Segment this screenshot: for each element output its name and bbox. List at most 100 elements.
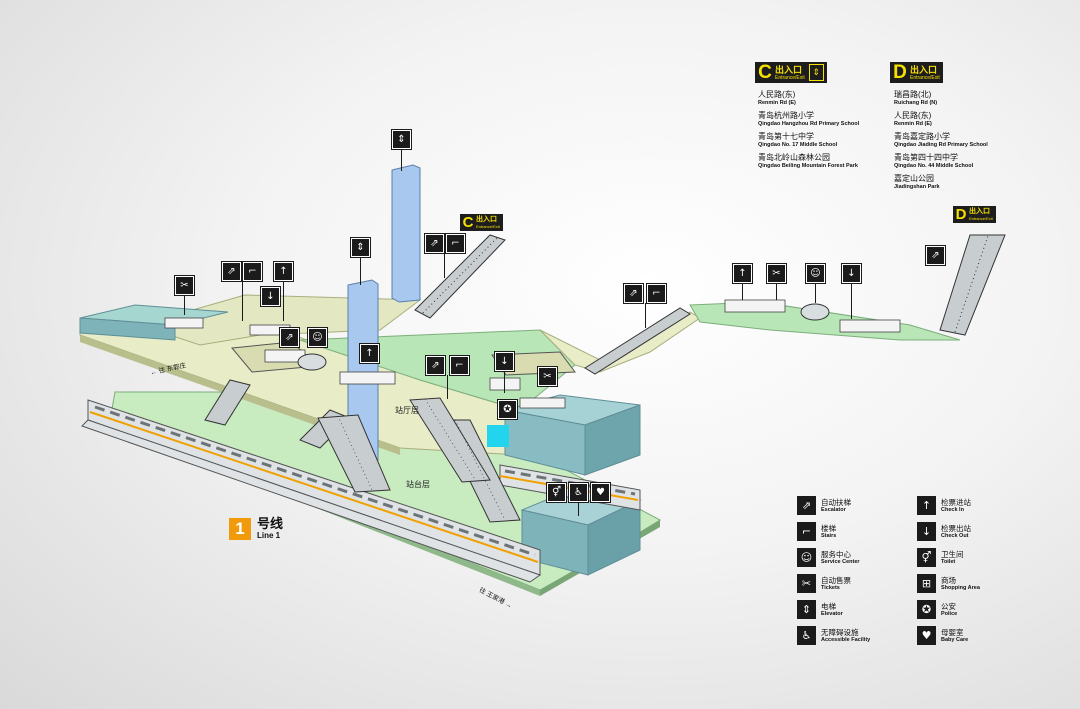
check-in-icon: ↑ bbox=[733, 264, 752, 283]
exit-c-small-letter: C bbox=[462, 214, 474, 231]
service-center-icon: ☺ bbox=[308, 328, 327, 347]
check-in-icon: ↑ bbox=[360, 344, 379, 363]
stairs-icon: ⌐ bbox=[797, 522, 816, 541]
exit-d-letter: D bbox=[893, 62, 907, 83]
check-out-icon: ↓ bbox=[261, 287, 280, 306]
escalator-icon: ⇗ bbox=[797, 496, 816, 515]
stairs-icon: ⌐ bbox=[243, 262, 262, 281]
stairs-icon: ⌐ bbox=[446, 234, 465, 253]
dest-item: 人民路(东)Renmin Rd (E) bbox=[758, 90, 796, 106]
exit-d-small-en: Entrance/Exit bbox=[969, 216, 993, 221]
police-icon: ✪ bbox=[498, 400, 517, 419]
tickets-icon: ✂ bbox=[797, 574, 816, 593]
accessible-icon: ♿ bbox=[569, 483, 588, 502]
tickets-icon: ✂ bbox=[767, 264, 786, 283]
platform-room-right bbox=[587, 499, 641, 576]
exit-d-destinations: 瑞昌路(北)Ruichang Rd (N) 人民路(东)Renmin Rd (E… bbox=[894, 90, 1024, 195]
left-room-front bbox=[79, 317, 176, 341]
corridor-escalator bbox=[584, 307, 691, 375]
elevator-tower-tall bbox=[391, 164, 421, 303]
escalator-icon: ⇗ bbox=[280, 328, 299, 347]
service-center-icon: ☺ bbox=[806, 264, 825, 283]
escalator-icon: ⇗ bbox=[425, 234, 444, 253]
exit-c-small-en: Entrance/Exit bbox=[476, 224, 500, 229]
toilet-icon: ⚥ bbox=[547, 483, 566, 502]
stairs-icon: ⌐ bbox=[450, 356, 469, 375]
exit-d-escalator bbox=[939, 234, 1006, 336]
exit-d-small-letter: D bbox=[955, 206, 967, 223]
exit-d-en: Entrance/Exit bbox=[910, 74, 940, 81]
elevator-icon: ⇕ bbox=[351, 238, 370, 257]
escalator-icon: ⇗ bbox=[624, 284, 643, 303]
shopping-icon: ⊞ bbox=[917, 574, 936, 593]
baby-care-icon: ♥ bbox=[917, 626, 936, 645]
exit-c-letter: C bbox=[758, 62, 772, 83]
exit-c-small-zh: 出入口 bbox=[476, 216, 497, 223]
escalator-icon: ⇗ bbox=[426, 356, 445, 375]
tickets-icon: ✂ bbox=[175, 276, 194, 295]
tickets-icon: ✂ bbox=[538, 367, 557, 386]
service-center-icon: ☺ bbox=[797, 548, 816, 567]
train-windows bbox=[94, 405, 636, 557]
check-out-icon: ↓ bbox=[917, 522, 936, 541]
check-in-icon: ↑ bbox=[917, 496, 936, 515]
check-out-icon: ↓ bbox=[842, 264, 861, 283]
fare-gates bbox=[164, 299, 901, 409]
toilet-icon: ⚥ bbox=[917, 548, 936, 567]
exit-c-escalator bbox=[414, 234, 506, 319]
stair-steps bbox=[337, 398, 506, 521]
exit-c-zh: 出入口 bbox=[775, 64, 803, 75]
elevator-icon: ⇕ bbox=[808, 64, 824, 81]
elevator-icon: ⇕ bbox=[797, 600, 816, 619]
elevator-icon: ⇕ bbox=[392, 130, 411, 149]
arrow-left-icon: ← bbox=[149, 368, 158, 377]
elevator-shaft-cyan bbox=[487, 425, 509, 447]
concourse-room-side bbox=[584, 404, 641, 476]
line-zh: 号线 bbox=[257, 516, 284, 531]
exit-c-en: Entrance/Exit bbox=[775, 74, 805, 81]
line-number: 1 bbox=[229, 517, 251, 540]
stairs-group bbox=[204, 379, 521, 523]
exit-d-small-zh: 出入口 bbox=[969, 208, 990, 215]
stairs-icon: ⌐ bbox=[647, 284, 666, 303]
line-en: Line 1 bbox=[257, 531, 281, 540]
baby-care-icon: ♥ bbox=[591, 483, 610, 502]
accessible-icon: ♿ bbox=[797, 626, 816, 645]
exit-d-zh: 出入口 bbox=[910, 64, 938, 75]
escalator-icon: ⇗ bbox=[222, 262, 241, 281]
concourse-label: 站厅层 bbox=[395, 406, 419, 415]
platform-label: 站台层 bbox=[406, 480, 430, 489]
service-booths bbox=[297, 303, 830, 371]
police-icon: ✪ bbox=[917, 600, 936, 619]
check-in-icon: ↑ bbox=[274, 262, 293, 281]
dest-item: 瑞昌路(北)Ruichang Rd (N) bbox=[894, 90, 938, 106]
check-out-icon: ↓ bbox=[495, 352, 514, 371]
escalator-icon: ⇗ bbox=[926, 246, 945, 265]
dest-item: 人民路(东)Renmin Rd (E) bbox=[894, 111, 932, 127]
